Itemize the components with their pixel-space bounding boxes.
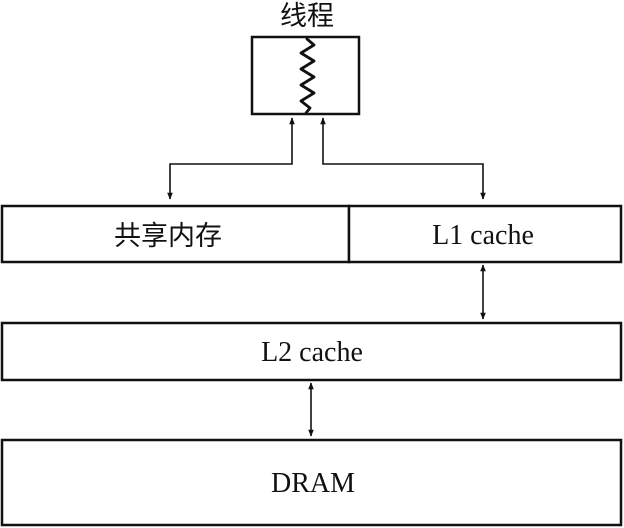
l2-cache-label: L2 cache <box>261 337 363 368</box>
dram-box <box>0 438 623 527</box>
thread-to-l1-cache-connector <box>320 117 486 200</box>
thread-to-shared-memory-connector <box>167 117 295 200</box>
thread-box <box>250 35 361 116</box>
dram-label: DRAM <box>271 468 355 499</box>
l2-cache-box <box>0 321 623 382</box>
shared-memory-label: 共享内存 <box>114 221 222 252</box>
l1-cache-box <box>347 204 623 264</box>
l1-cache-label: L1 cache <box>432 220 534 251</box>
thread-label: 线程 <box>280 1 334 32</box>
thread-squiggle-icon <box>299 37 316 115</box>
